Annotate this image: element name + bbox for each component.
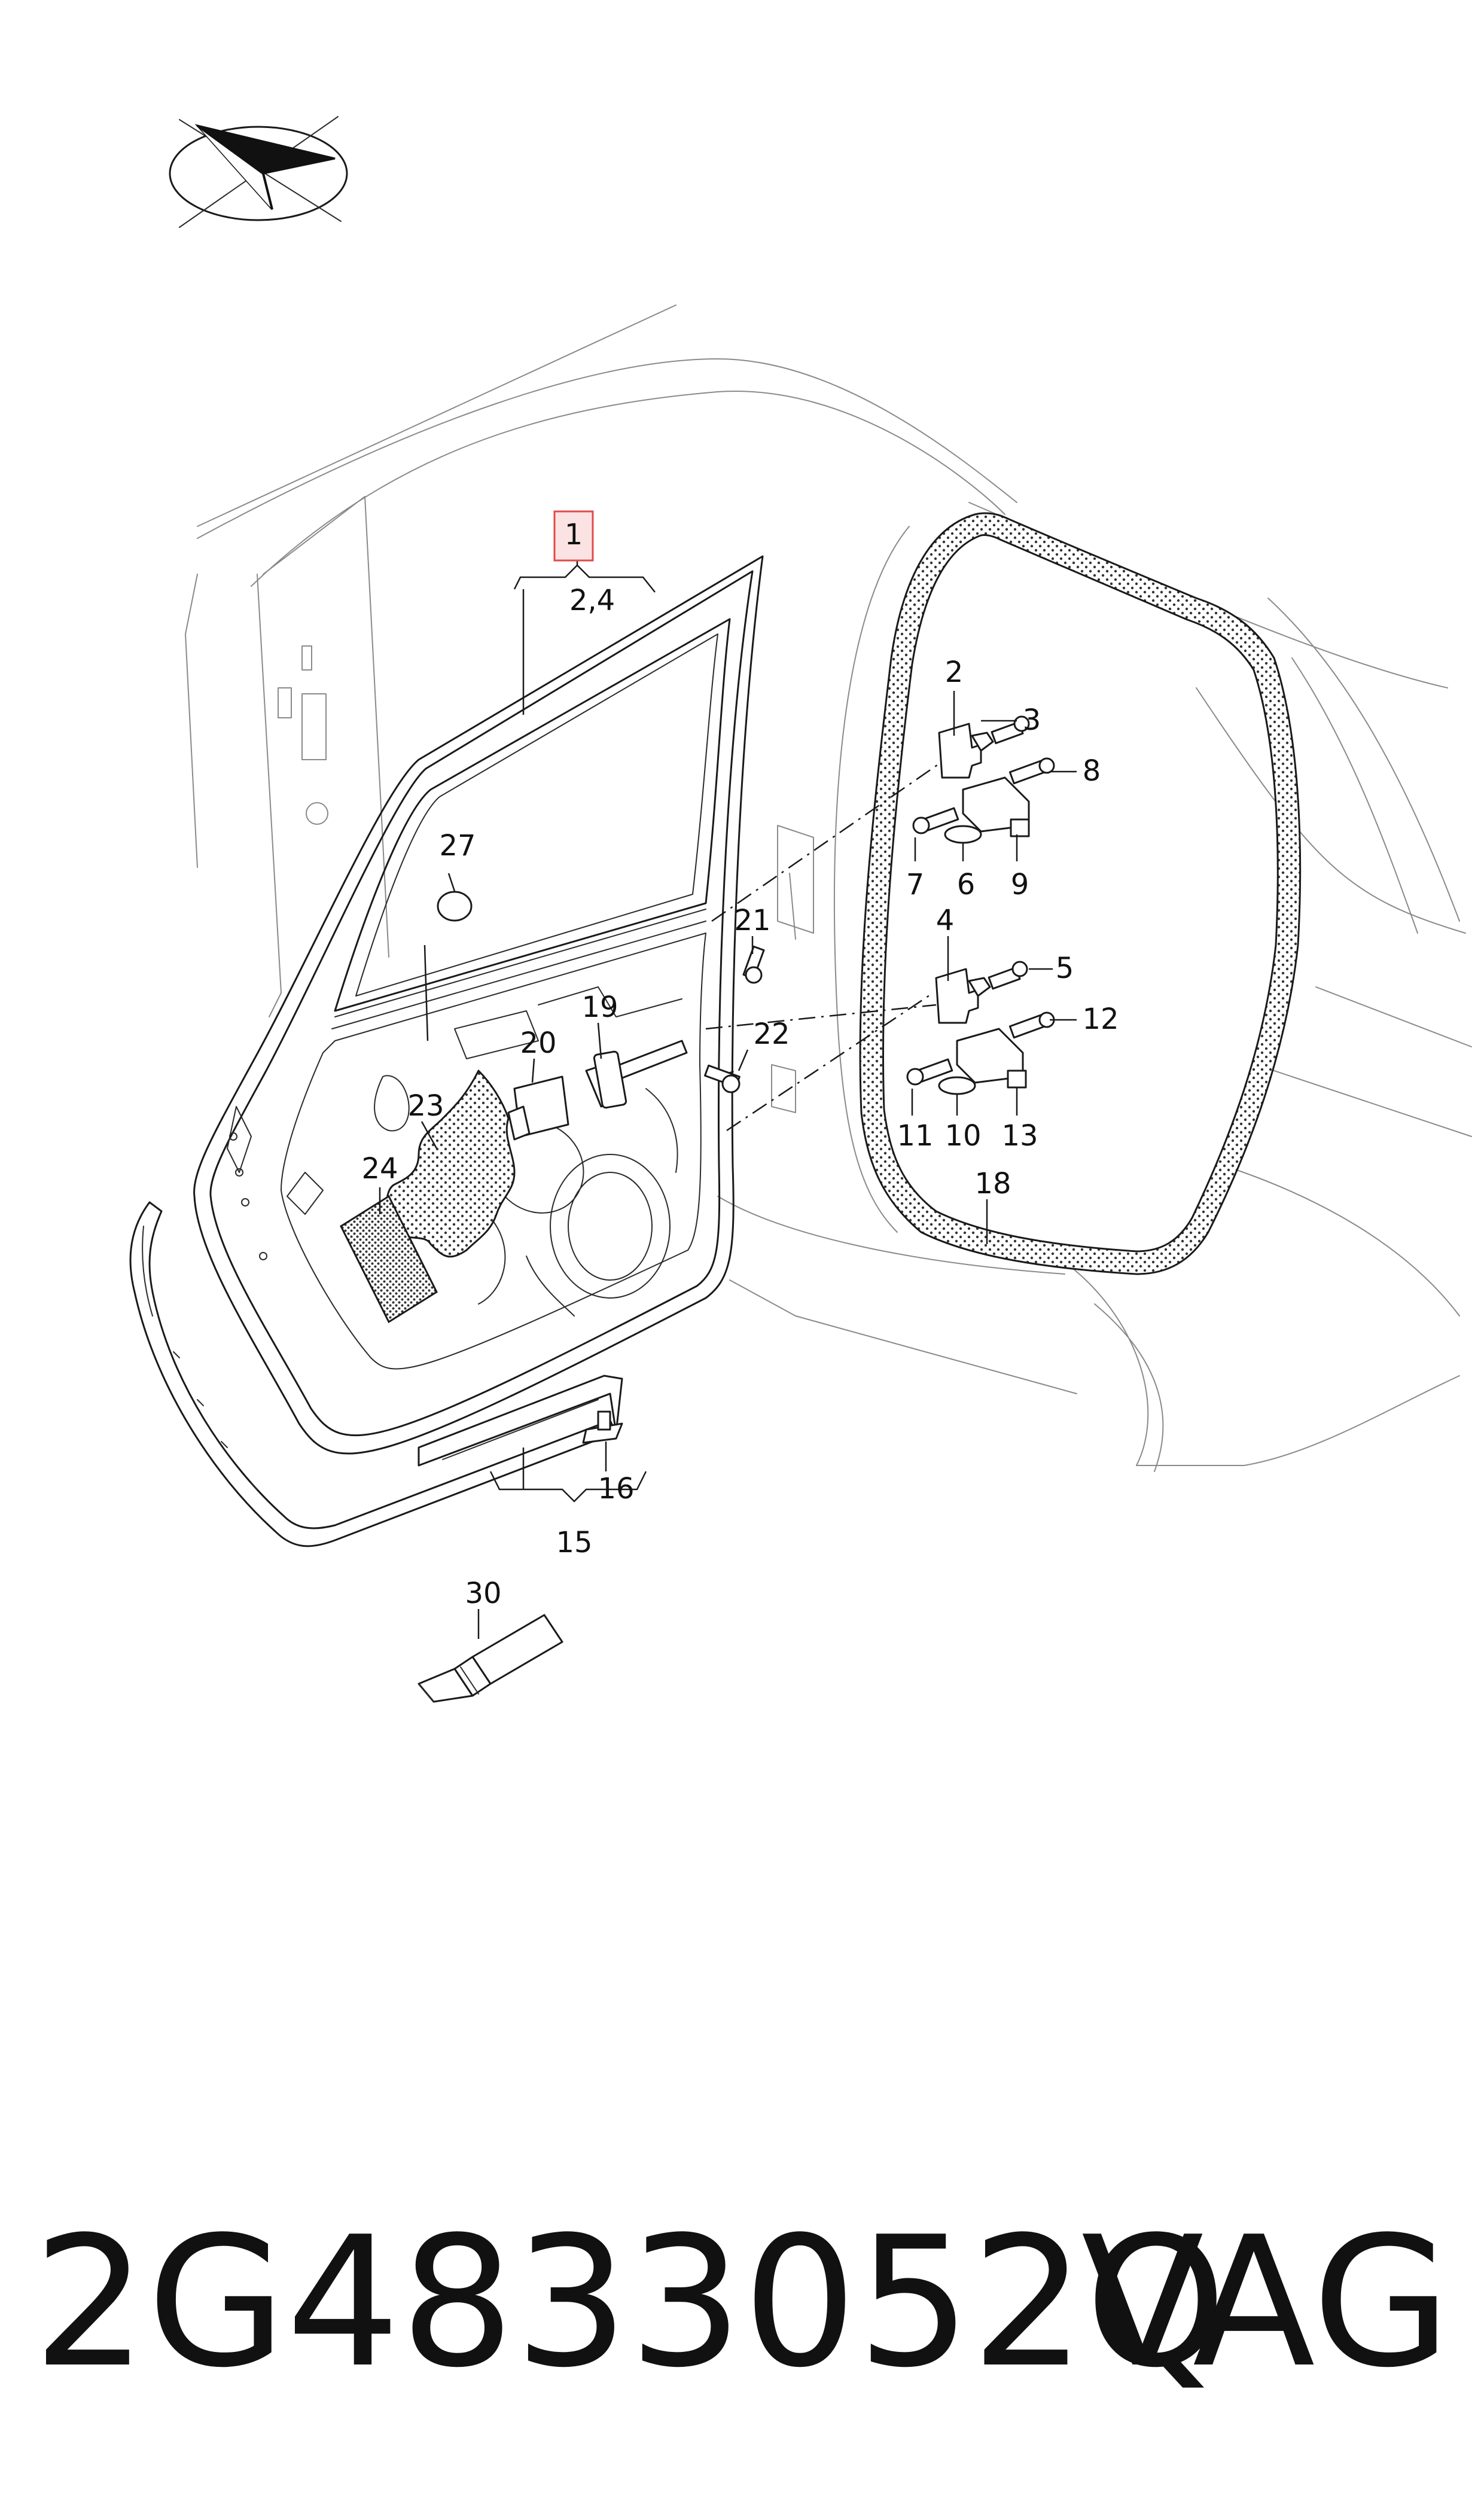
callout-9: 9	[1011, 868, 1029, 901]
callout-2: 2	[945, 656, 964, 689]
callout-20: 20	[520, 1026, 556, 1060]
bolt-22	[704, 1064, 741, 1093]
callout-8: 8	[1083, 754, 1101, 788]
callout-labels: 1 2,4 2 3 8 7 6 9 4 5 12 11 10 13 18 27 …	[361, 518, 1119, 1610]
callout-4: 4	[936, 904, 955, 937]
door-check-strap	[507, 1040, 688, 1141]
callout-2-4: 2,4	[569, 584, 615, 617]
callout-5: 5	[1056, 952, 1074, 985]
upper-hinge-assembly	[912, 715, 1055, 844]
callout-11: 11	[897, 1119, 933, 1153]
lower-hinge-assembly	[906, 961, 1055, 1095]
callout-1: 1	[565, 518, 583, 551]
door-lower-seal-strip	[129, 1201, 623, 1547]
vehicle-body-outline	[185, 304, 1472, 1472]
callout-7: 7	[906, 868, 925, 901]
leader-lines	[379, 547, 1077, 1639]
callout-10: 10	[944, 1119, 981, 1153]
plug-27	[437, 891, 473, 922]
brand-name: VAG	[1081, 2198, 1451, 2407]
callout-24: 24	[361, 1152, 398, 1186]
callout-13: 13	[1001, 1119, 1038, 1153]
callout-21: 21	[734, 904, 770, 937]
part-number: 2G4833052Q	[33, 2198, 1227, 2407]
callout-30: 30	[465, 1577, 501, 1610]
callout-15: 15	[556, 1526, 592, 1559]
sound-deadening-pad	[382, 1069, 516, 1258]
callout-18: 18	[974, 1167, 1011, 1200]
callout-6: 6	[957, 868, 976, 901]
sealant-tube	[418, 1614, 563, 1703]
bolt-21	[742, 945, 765, 984]
callout-22: 22	[753, 1017, 790, 1051]
highlight-box-part-1	[553, 510, 594, 562]
callout-3: 3	[1023, 703, 1041, 737]
callout-23: 23	[407, 1089, 444, 1123]
callout-12: 12	[1082, 1002, 1119, 1036]
callout-27: 27	[439, 829, 476, 863]
door-seal-body	[859, 512, 1302, 1275]
orientation-compass-icon	[169, 116, 348, 228]
callout-16: 16	[598, 1472, 634, 1506]
callout-19: 19	[581, 991, 618, 1024]
foam-pad	[340, 1195, 438, 1324]
door-shell	[193, 555, 764, 1455]
